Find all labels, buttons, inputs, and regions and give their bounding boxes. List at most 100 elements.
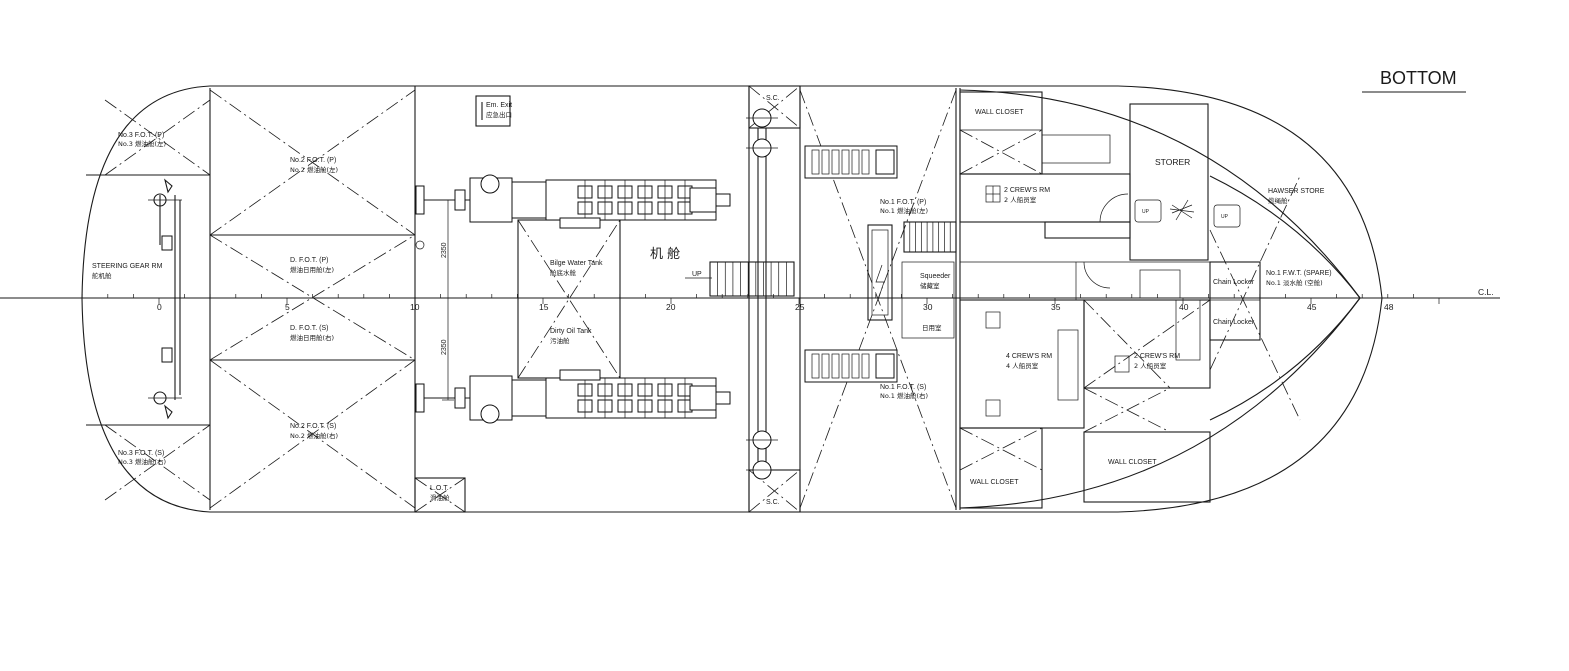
crew2-top-label: 2 CREW'S RM: [1004, 187, 1050, 194]
fore-diag-2: [1209, 175, 1301, 371]
shaft-flange: [415, 185, 425, 215]
squeeder-cn: 储藏室: [920, 281, 940, 290]
shaft-fittings: [746, 108, 778, 480]
main-engine-stbd: [415, 369, 731, 424]
em-exit-label: Em. Exit: [486, 102, 512, 109]
frame-number-5: 5: [285, 302, 290, 312]
wcbl-diag1: [959, 427, 1043, 471]
door-swing-top: [1099, 193, 1129, 223]
sc-top-box: [748, 85, 801, 129]
fore-diag-1: [1209, 229, 1301, 421]
no1-fot-s-cn: No.1 燃油舱(右): [880, 391, 928, 400]
generator-cyl: [831, 353, 840, 379]
ladder-up-1-label: UP: [1142, 209, 1150, 215]
wcbr-diag2: [1083, 387, 1171, 433]
lot-diag-2: [414, 477, 466, 513]
crew4-label: 4 CREW'S RM: [1006, 353, 1052, 360]
bilge-water-label: Bilge Water Tank: [550, 260, 603, 267]
stair-outline: [903, 221, 957, 253]
crew2-top-cn: 2 人船员室: [1004, 195, 1037, 204]
shaft-flange: [415, 383, 425, 413]
ladder-up-1: [1134, 199, 1162, 223]
generator-cyl: [861, 149, 870, 175]
generator-cyl: [851, 149, 860, 175]
up-label: UP: [692, 271, 702, 278]
wc-top-diag2: [959, 129, 1043, 175]
storer-label: STORER: [1155, 157, 1190, 167]
forward-contour: [959, 89, 1361, 509]
chain-locker-box: [1209, 261, 1261, 341]
no2-fot-p-cn: No.2 燃油舱(左): [290, 165, 338, 174]
no1-fwt-cn: No.1 淡水舱 (空舱): [1266, 278, 1323, 287]
door-swing-mid: [1083, 261, 1111, 289]
ladder-up-2-label: UP: [1221, 214, 1229, 220]
wall-closet-bottom-left-box: [959, 427, 1043, 509]
shaft-mark: [415, 240, 425, 250]
crew2-bottom-room: [1083, 299, 1211, 389]
generator-cyl: [841, 149, 850, 175]
no1-fot-p-cn: No.1 燃油舱(左): [880, 206, 928, 215]
frame-number-20: 20: [666, 302, 676, 312]
accommodation-stair: [1044, 221, 1131, 239]
hawser-store-label: HAWSER STORE: [1268, 188, 1325, 195]
generator-cyl: [851, 353, 860, 379]
sc-top-label: S.C.: [766, 95, 780, 102]
frame-number-15: 15: [539, 302, 549, 312]
dim-2350-bottom: 2350: [441, 339, 448, 355]
alternator: [875, 353, 895, 379]
wall-closet-top-box: [959, 91, 1043, 175]
dim-2350-top: 2350: [441, 242, 448, 258]
switchboard-inner: [871, 229, 889, 316]
generator-cyl: [811, 353, 820, 379]
steering-gear-cn: 舵机舱: [92, 271, 112, 280]
no3-fot-p-cn: No.3 燃油舱(左): [118, 139, 166, 148]
gearbox-pump: [480, 404, 500, 424]
wall-closet-bottom-left-label: WALL CLOSET: [970, 479, 1019, 486]
crew2b-desk: [1139, 269, 1181, 299]
generator-stbd: [804, 349, 898, 383]
dirty-oil-cn: 污油舱: [550, 336, 570, 345]
fot2p-diag-2: [209, 89, 416, 236]
sc-bottom-label: S.C.: [766, 499, 780, 506]
chain-locker-1-label: Chain Locker: [1213, 279, 1255, 286]
no2-fot-s-cn: No.2 燃油舱(右): [290, 431, 338, 440]
crew4-wardrobe: [1057, 329, 1079, 401]
switchboard: [867, 224, 893, 321]
hawser-store-cn: 缆绳舱: [1268, 196, 1288, 205]
engine-room-cn: 机 舱: [650, 247, 680, 262]
bd-diag-1: [517, 219, 621, 379]
frame-number-30: 30: [923, 302, 933, 312]
d-fot-s-cn: 燃油日用舱(右): [290, 333, 334, 342]
small-store-box: [901, 261, 955, 339]
lot-cn: 滑油舱: [430, 493, 450, 502]
chain-locker-2-label: Chain Locker: [1213, 319, 1255, 326]
generator-port: [804, 145, 898, 179]
d-fot-p-label: D. F.O.T. (P): [290, 257, 329, 264]
centerline-label: C.L.: [1478, 287, 1494, 297]
lot-label: L.O.T.: [430, 485, 449, 492]
no3-fot-s-cn: No.3 燃油舱(右): [118, 457, 166, 466]
em-exit-cn: 应急出口: [486, 110, 512, 119]
no2-fot-s-label: No.2 F.O.T. (S): [290, 423, 336, 430]
stair-outline: [709, 261, 795, 297]
no2-fot-p-label: No.2 F.O.T. (P): [290, 157, 336, 164]
generator-cyl: [821, 149, 830, 175]
lot-box: [414, 477, 466, 513]
generator-cyl: [861, 353, 870, 379]
gearbox-pump: [480, 174, 500, 194]
lightning-symbol: [875, 264, 885, 301]
wall-closet-bottom-right-box: [1083, 431, 1211, 503]
crew2b-diag1: [1083, 299, 1211, 389]
frame-number-48: 48: [1384, 302, 1394, 312]
engine-front: [689, 385, 717, 411]
fwd-stair: [903, 221, 957, 253]
turbo: [559, 369, 601, 381]
no3-fot-s-label: No.3 F.O.T. (S): [118, 450, 164, 457]
generator-cyl: [841, 353, 850, 379]
engine-room-stair: [709, 261, 795, 297]
em-exit-box: [475, 95, 511, 127]
flywheel-housing: [511, 379, 547, 417]
frame-number-35: 35: [1051, 302, 1061, 312]
dirty-oil-label: Dirty Oil Tank: [550, 328, 592, 335]
